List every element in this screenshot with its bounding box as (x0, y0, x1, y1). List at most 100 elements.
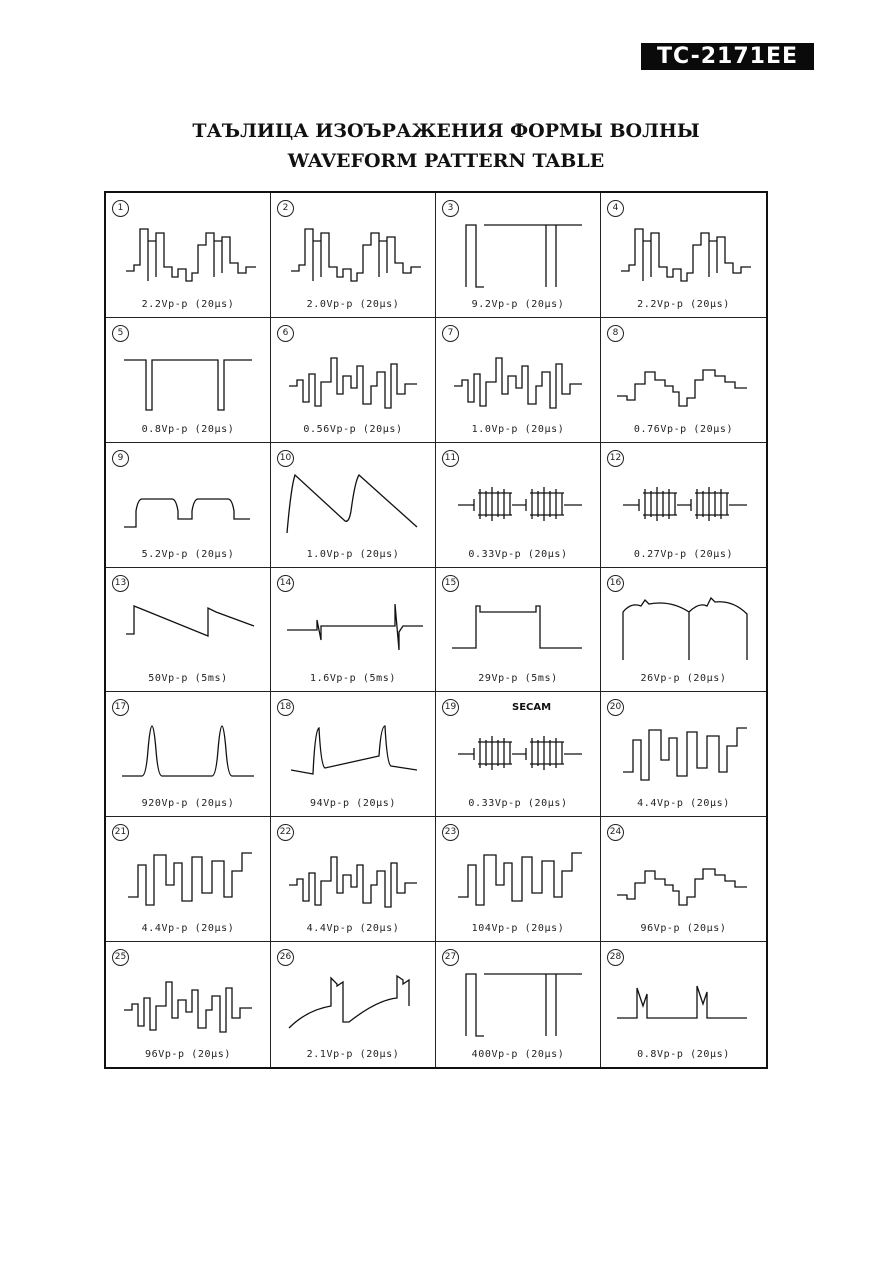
waveform-cell: 3 9.2Vp-p (20μs) (436, 193, 601, 318)
waveform-amplitude-label: 4.4Vp-p (20μs) (141, 923, 235, 935)
waveform-number: 20 (607, 699, 624, 717)
waveform-number: 3 (442, 200, 459, 217)
waveform-number: 28 (607, 949, 624, 967)
waveform-trace (126, 228, 256, 282)
waveform-number: 17 (112, 699, 129, 717)
waveform-graphic (458, 852, 582, 906)
waveform-trace (122, 726, 254, 778)
waveform-amplitude-label: 1.0Vp-p (20μs) (471, 423, 565, 435)
waveform-amplitude-label: 96Vp-p (20μs) (144, 1048, 232, 1060)
waveform-amplitude-label: 2.2Vp-p (20μs) (141, 298, 235, 310)
waveform-cell: 10 1.0Vp-p (20μs) (271, 442, 436, 568)
waveform-graphic (623, 486, 747, 521)
waveform-trace (124, 498, 250, 528)
waveform-cell: 4 2.2Vp-p (20μs) (601, 193, 766, 318)
waveform-trace (458, 736, 582, 771)
waveform-number: 2 (277, 200, 294, 217)
waveform-number: 12 (607, 449, 624, 467)
waveform-amplitude-label: 0.33Vp-p (20μs) (468, 798, 568, 810)
waveform-amplitude-label: 0.56Vp-p (20μs) (303, 423, 403, 435)
waveform-amplitude-label: 2.2Vp-p (20μs) (637, 298, 730, 310)
waveform-number: 4 (607, 200, 624, 217)
waveform-amplitude-label: 50Vp-p (5ms) (148, 673, 228, 685)
waveform-trace (454, 357, 582, 409)
waveform-trace (452, 604, 582, 649)
waveform-graphic (124, 981, 252, 1033)
waveform-cell: 26 2.1Vp-p (20μs) (271, 942, 436, 1067)
waveform-cell: 7 1.0Vp-p (20μs) (436, 317, 601, 443)
waveform-trace (623, 727, 747, 782)
waveform-trace (458, 486, 582, 521)
waveform-graphic (622, 596, 748, 660)
waveform-number: 9 (112, 449, 129, 467)
waveform-graphic (465, 224, 582, 288)
waveform-number: 11 (442, 449, 459, 467)
waveform-number: 19 (442, 699, 459, 717)
waveform-number: 10 (277, 449, 294, 467)
waveform-number: 16 (607, 574, 624, 592)
waveform-number: 1 (112, 200, 129, 217)
waveform-number: 5 (112, 324, 129, 342)
waveform-amplitude-label: 9.2Vp-p (20μs) (471, 298, 565, 310)
waveform-number: 24 (607, 824, 624, 842)
waveform-amplitude-label: 1.6Vp-p (5ms) (309, 673, 397, 685)
waveform-note: SECAM (512, 702, 552, 714)
waveform-cell: 11 0.33Vp-p (20μs) (436, 442, 601, 568)
waveform-amplitude-label: 94Vp-p (20μs) (309, 798, 397, 810)
waveform-graphic (465, 973, 582, 1037)
waveform-number: 26 (277, 949, 294, 967)
model-badge: TC-2171EE (641, 43, 814, 70)
waveform-number: 21 (112, 824, 129, 842)
page-title-russian: ТАЪЛИЦА ИЗОЪРАЖЕНИЯ ФОРМЫ ВОЛНЫ (192, 120, 700, 142)
waveform-amplitude-label: 2.1Vp-p (20μs) (306, 1048, 400, 1060)
waveform-number: 22 (277, 824, 294, 842)
waveform-trace (286, 473, 418, 533)
waveform-trace (290, 725, 418, 776)
waveform-graphic (289, 856, 417, 908)
waveform-amplitude-label: 96Vp-p (20μs) (640, 923, 727, 935)
waveform-amplitude-label: 0.27Vp-p (20μs) (633, 548, 734, 560)
waveform-cell: 16 26Vp-p (20μs) (601, 568, 766, 693)
waveform-amplitude-label: 920Vp-p (20μs) (141, 798, 235, 810)
waveform-amplitude-label: 1.0Vp-p (20μs) (306, 548, 400, 560)
waveform-cell: 1 2.2Vp-p (20μs) (106, 193, 271, 318)
waveform-trace (623, 486, 747, 521)
waveform-amplitude-label: 29Vp-p (5ms) (478, 673, 558, 685)
waveform-amplitude-label: 26Vp-p (20μs) (640, 673, 727, 685)
waveform-graphic (290, 725, 418, 776)
waveform-cell: 25 96Vp-p (20μs) (106, 942, 271, 1067)
waveform-amplitude-label: 0.76Vp-p (20μs) (633, 423, 734, 435)
waveform-number: 7 (442, 324, 459, 342)
waveform-trace (288, 974, 410, 1029)
waveform-trace (621, 228, 751, 282)
waveform-trace (124, 359, 252, 411)
waveform-trace (291, 228, 421, 282)
waveform-cell: 20 4.4Vp-p (20μs) (601, 692, 766, 818)
waveform-cell: 19 SECAM 0.33Vp-p (20μs) (436, 692, 601, 818)
waveform-graphic (621, 228, 751, 282)
waveform-graphic (458, 736, 582, 771)
waveform-amplitude-label: 2.0Vp-p (20μs) (306, 298, 400, 310)
waveform-number: 25 (112, 949, 129, 967)
waveform-graphic (126, 228, 256, 282)
waveform-amplitude-label: 4.4Vp-p (20μs) (637, 798, 730, 810)
waveform-graphic (124, 359, 252, 411)
waveform-amplitude-label: 0.33Vp-p (20μs) (468, 548, 568, 560)
waveform-trace (128, 852, 252, 906)
waveform-trace (126, 604, 255, 637)
waveform-number: 14 (277, 574, 294, 592)
waveform-cell: 12 0.27Vp-p (20μs) (601, 443, 766, 568)
waveform-trace (458, 852, 582, 906)
waveform-cell: 17 920Vp-p (20μs) (106, 692, 271, 818)
waveform-graphic (128, 852, 252, 906)
waveform-trace (287, 603, 423, 650)
